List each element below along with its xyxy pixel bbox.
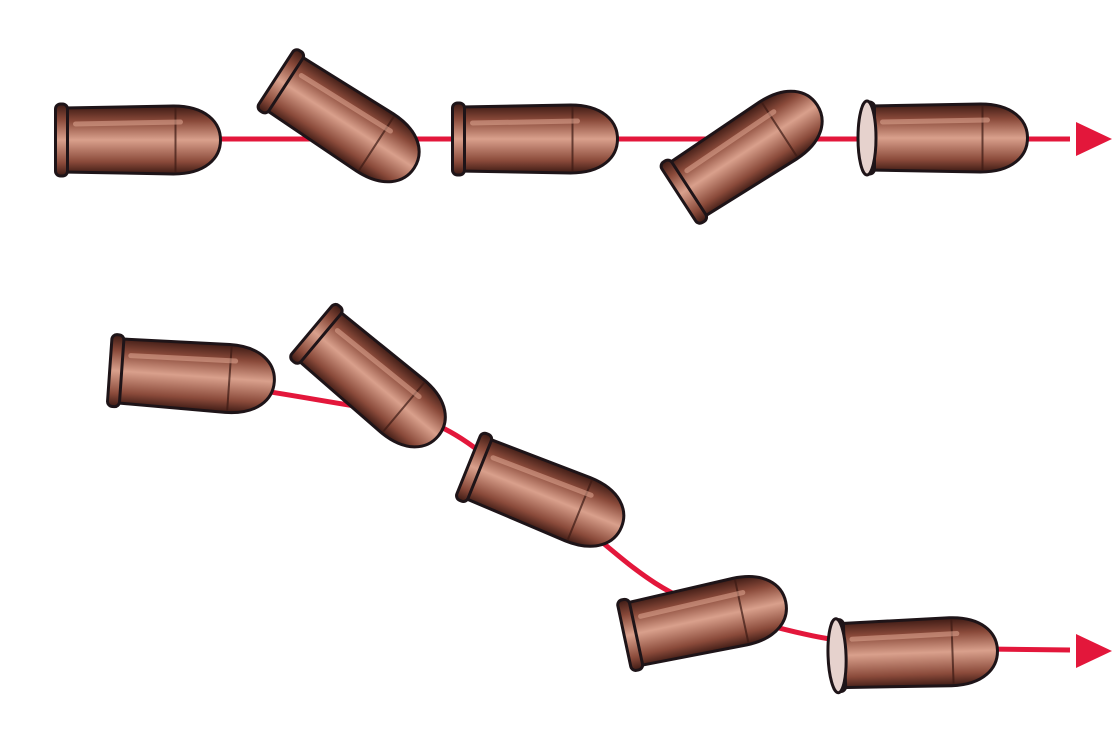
unstable-flight-bullet-4 — [616, 575, 788, 672]
stable-flight-bullet-base — [856, 99, 878, 177]
stable-flight-bullet-1 — [54, 102, 223, 178]
arrow-right-icon — [1076, 634, 1112, 668]
unstable-flight-bullet-base — [826, 617, 848, 695]
stable-flight-bullet-5 — [856, 99, 1030, 177]
stable-flight-bullet-3 — [451, 101, 620, 177]
stable-flight-bullet-2 — [256, 48, 421, 184]
unstable-flight-bullet-5 — [826, 616, 999, 695]
arrow-right-icon — [1076, 122, 1112, 156]
unstable-flight-bullet-1 — [106, 333, 276, 415]
stable-flight-row — [0, 48, 1112, 225]
stable-flight-bullet-4 — [659, 89, 824, 225]
unstable-flight-row — [0, 302, 1112, 695]
unstable-flight-bullet-2 — [289, 302, 447, 449]
unstable-flight-bullet-3 — [455, 431, 626, 548]
